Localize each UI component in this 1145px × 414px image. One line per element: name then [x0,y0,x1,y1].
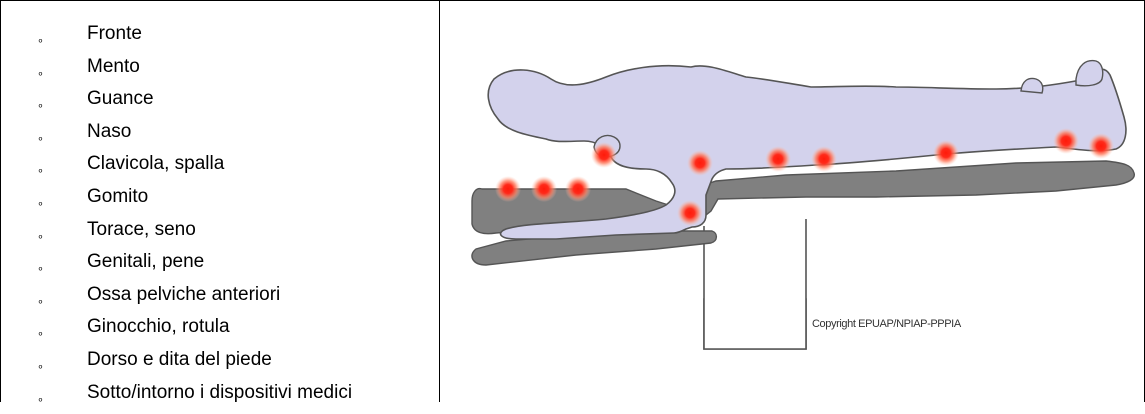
pressure-site-label: Ossa pelviche anteriori [87,284,280,306]
bullet-icon: ∘ [37,193,44,215]
bullet-icon: ∘ [37,30,44,52]
pressure-point-marker [565,176,591,202]
pressure-point-marker [1053,128,1079,154]
prone-position-figure: Copyright EPUAP/NPIAP-PPPIA [456,19,1141,364]
pressure-point-marker [677,200,703,226]
pressure-site-label: Mento [87,56,140,78]
pressure-point-marker [531,176,557,202]
bullet-icon: ∘ [37,160,44,182]
pressure-site-label: Dorso e dita del piede [87,349,272,371]
bullet-icon: ∘ [37,356,44,378]
patient-foot [1076,61,1103,86]
bullet-icon: ∘ [37,128,44,150]
bullet-icon: ∘ [37,226,44,248]
pressure-site-label: Genitali, pene [87,251,204,273]
bullet-icon: ∘ [37,258,44,280]
pressure-point-marker [591,142,617,168]
pressure-site-label: Fronte [87,23,142,45]
copyright-text: Copyright EPUAP/NPIAP-PPPIA [812,318,962,330]
bullet-icon: ∘ [37,389,44,411]
bullet-icon: ∘ [37,63,44,85]
pressure-sites-cell: ∘ Fronte ∘ Mento ∘ Guance ∘ Naso ∘ Clavicola,… [0,1,440,402]
pressure-point-marker [765,146,791,172]
pressure-site-label: Torace, seno [87,219,196,241]
pressure-site-label: Clavicola, spalla [87,153,224,175]
figure-cell: Copyright EPUAP/NPIAP-PPPIA [440,1,1145,402]
bullet-icon: ∘ [37,291,44,313]
pressure-site-label: Guance [87,88,154,110]
content-table: ∘ Fronte ∘ Mento ∘ Guance ∘ Naso ∘ Clavicola,… [0,0,1145,401]
pressure-point-marker [1088,133,1114,159]
pressure-point-marker [933,140,959,166]
bullet-icon: ∘ [37,323,44,345]
pressure-point-marker [495,176,521,202]
table-pedestal-column [704,219,806,349]
pressure-point-marker [687,150,713,176]
pressure-site-label: Naso [87,121,131,143]
pressure-site-label: Gomito [87,186,148,208]
patient-foot [1021,79,1043,94]
pressure-site-label: Ginocchio, rotula [87,316,230,338]
pressure-point-marker [811,146,837,172]
pressure-site-label: Sotto/intorno i dispositivi medici [87,382,352,404]
bullet-icon: ∘ [37,95,44,117]
